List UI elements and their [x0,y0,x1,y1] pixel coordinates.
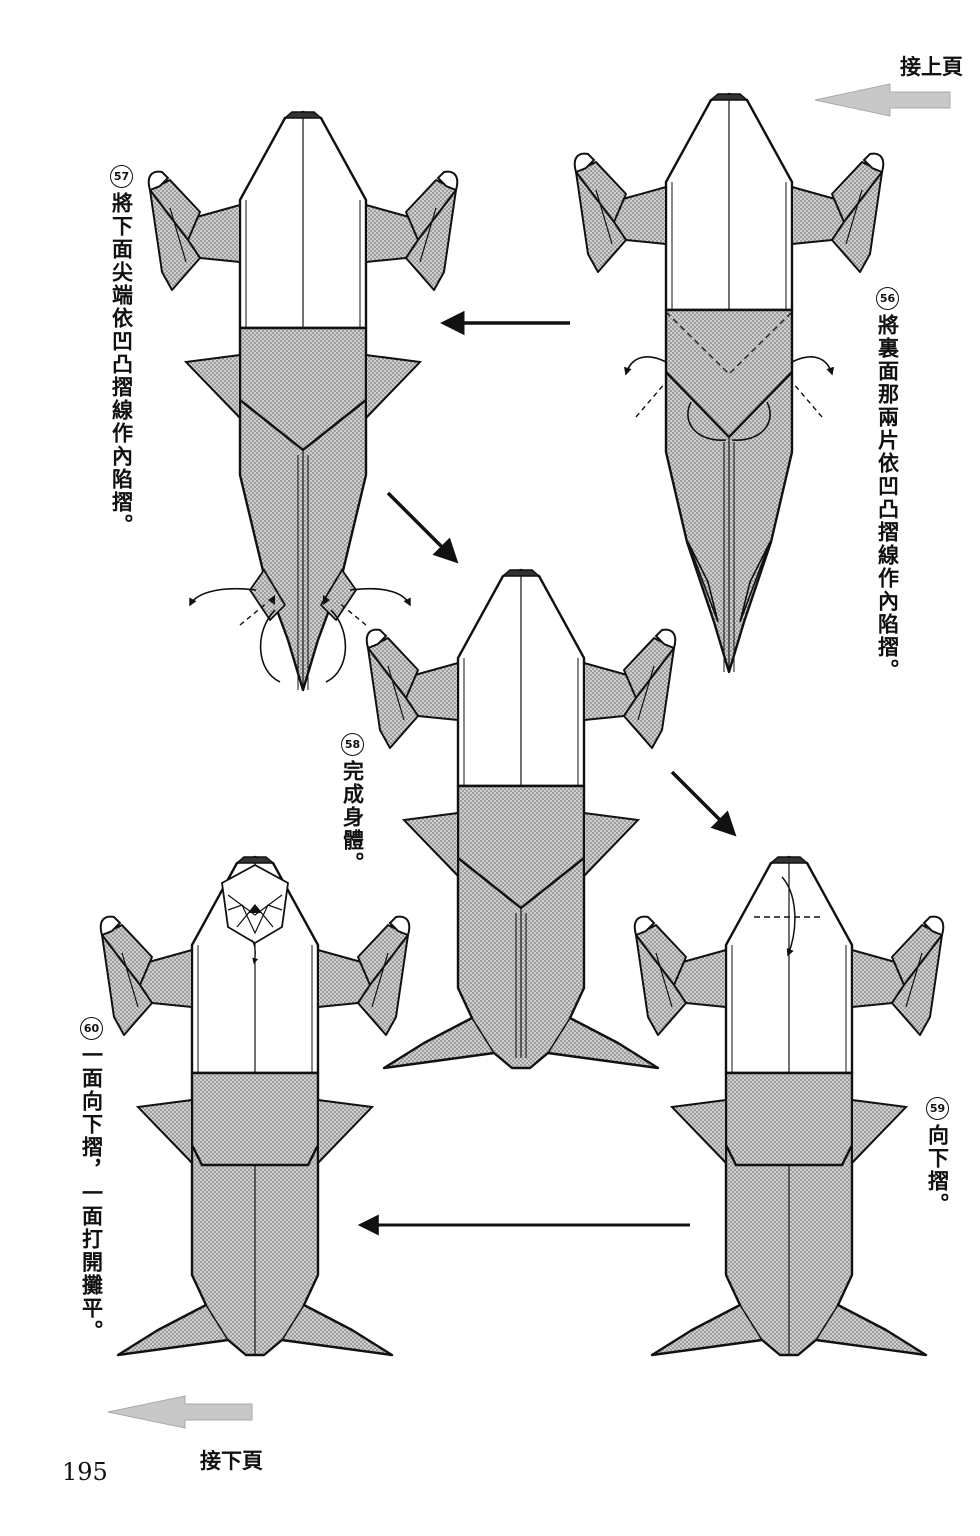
step57-caption: 57 將下面尖端依凹凸摺線作內陷摺。 [109,165,134,537]
step59-text: 向下摺。 [925,1124,950,1216]
step57-number: 57 [110,165,133,188]
continue-from-prev-label: 接上頁 [900,55,963,79]
step56-figure [575,94,884,674]
step60-text: 一面向下摺，一面打開攤平。 [79,1044,104,1343]
step59-caption: 59 向下摺。 [925,1097,950,1216]
page-number: 195 [62,1458,108,1486]
step57-figure [149,112,458,692]
next-page-arrow-icon [107,1395,253,1429]
step60-caption: 60 一面向下摺，一面打開攤平。 [79,1017,104,1343]
flow-arrow-57-to-58 [386,491,459,564]
prev-page-arrow-icon [814,83,951,117]
step57-text: 將下面尖端依凹凸摺線作內陷摺。 [109,192,134,537]
step58-figure [367,570,676,1070]
step58-caption: 58 完成身體。 [340,733,365,875]
step56-caption: 56 將裏面那兩片依凹凸摺線作內陷摺。 [875,287,900,682]
step56-number: 56 [876,287,899,310]
step60-number: 60 [80,1017,103,1040]
step59-number: 59 [926,1097,949,1120]
flow-arrow-58-to-59 [670,770,737,837]
step60-figure [101,857,410,1357]
step58-number: 58 [341,733,364,756]
step59-figure [635,857,944,1357]
continue-to-next-label: 接下頁 [200,1449,263,1473]
step56-text: 將裏面那兩片依凹凸摺線作內陷摺。 [875,314,900,682]
step58-text: 完成身體。 [340,760,365,875]
